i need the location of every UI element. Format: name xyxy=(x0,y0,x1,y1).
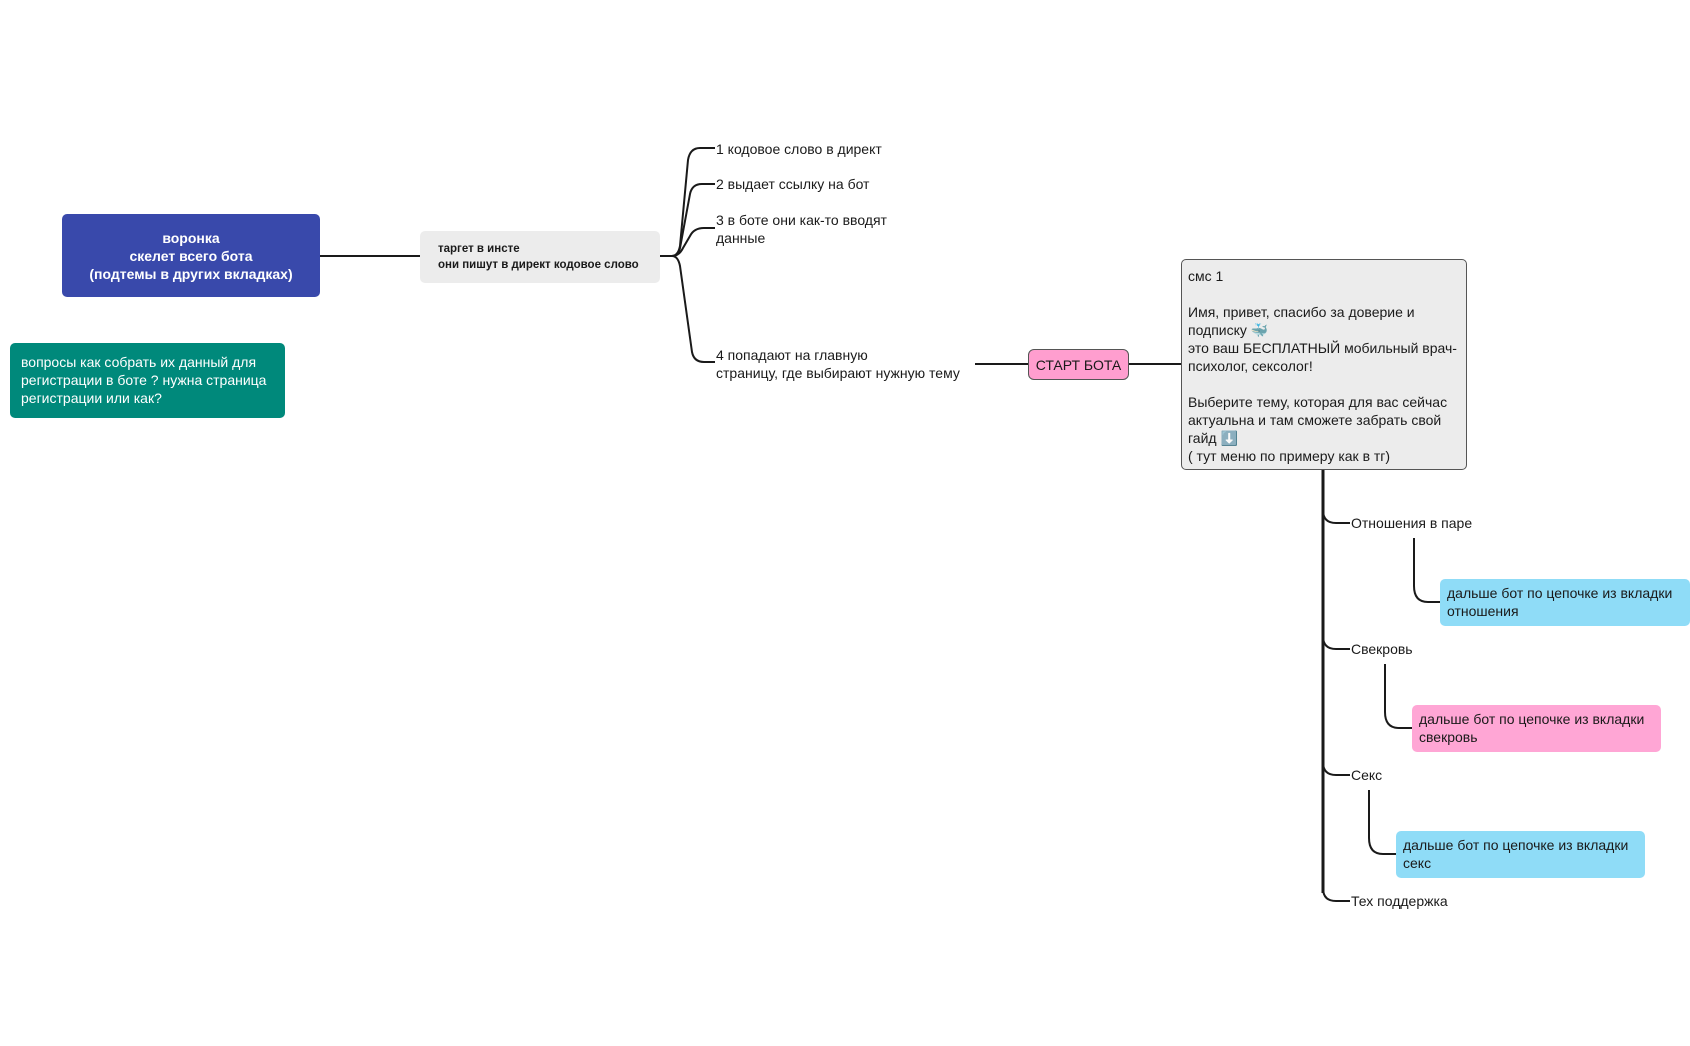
link-target-step-3 xyxy=(671,227,715,257)
link-topic-4 xyxy=(1322,887,1350,902)
link-topic-1 xyxy=(1322,509,1350,524)
root-node[interactable]: воронка скелет всего бота (подтемы в дру… xyxy=(62,214,320,297)
sub-sex-label: дальше бот по цепочке из вкладки секс xyxy=(1403,837,1629,871)
sms-1-node[interactable]: смс 1 Имя, привет, спасибо за доверие и … xyxy=(1181,259,1467,470)
step-4[interactable]: 4 попадают на главную страницу, где выби… xyxy=(716,347,960,381)
sub-sex[interactable]: дальше бот по цепочке из вкладки секс xyxy=(1396,831,1645,878)
sub-relationships-label: дальше бот по цепочке из вкладки отношен… xyxy=(1447,585,1673,619)
step-1[interactable]: 1 кодовое слово в директ xyxy=(716,141,882,157)
topic-mother-in-law[interactable]: Свекровь xyxy=(1351,641,1413,657)
question-label: вопросы как собрать их данный для регист… xyxy=(21,354,267,406)
link-topic-3 xyxy=(1322,761,1350,776)
start-bot-node[interactable]: СТАРТ БОТА xyxy=(1028,349,1129,380)
link-topic-2 xyxy=(1322,635,1350,650)
question-note[interactable]: вопросы как собрать их данный для регист… xyxy=(10,343,285,418)
target-node[interactable]: таргет в инсте они пишут в директ кодово… xyxy=(420,231,660,283)
link-sub-2 xyxy=(1384,664,1412,729)
topic-sex[interactable]: Секс xyxy=(1351,767,1383,783)
step-3[interactable]: 3 в боте они как-то вводят данные xyxy=(716,212,887,246)
sub-mother-in-law[interactable]: дальше бот по цепочке из вкладки свекров… xyxy=(1412,705,1661,752)
link-target-step-4 xyxy=(671,255,715,363)
link-sub-3 xyxy=(1368,790,1396,855)
sub-relationships[interactable]: дальше бот по цепочке из вкладки отношен… xyxy=(1440,579,1690,626)
sub-mother-in-law-label: дальше бот по цепочке из вкладки свекров… xyxy=(1419,711,1645,745)
topic-relationships[interactable]: Отношения в паре xyxy=(1351,515,1473,531)
start-bot-label: СТАРТ БОТА xyxy=(1035,356,1122,373)
topic-tech-support[interactable]: Тех поддержка xyxy=(1351,893,1448,909)
link-target-step-2 xyxy=(671,183,715,257)
step-2[interactable]: 2 выдает ссылку на бот xyxy=(716,176,870,192)
link-sub-1 xyxy=(1413,538,1440,603)
root-label: воронка скелет всего бота (подтемы в дру… xyxy=(89,229,293,282)
